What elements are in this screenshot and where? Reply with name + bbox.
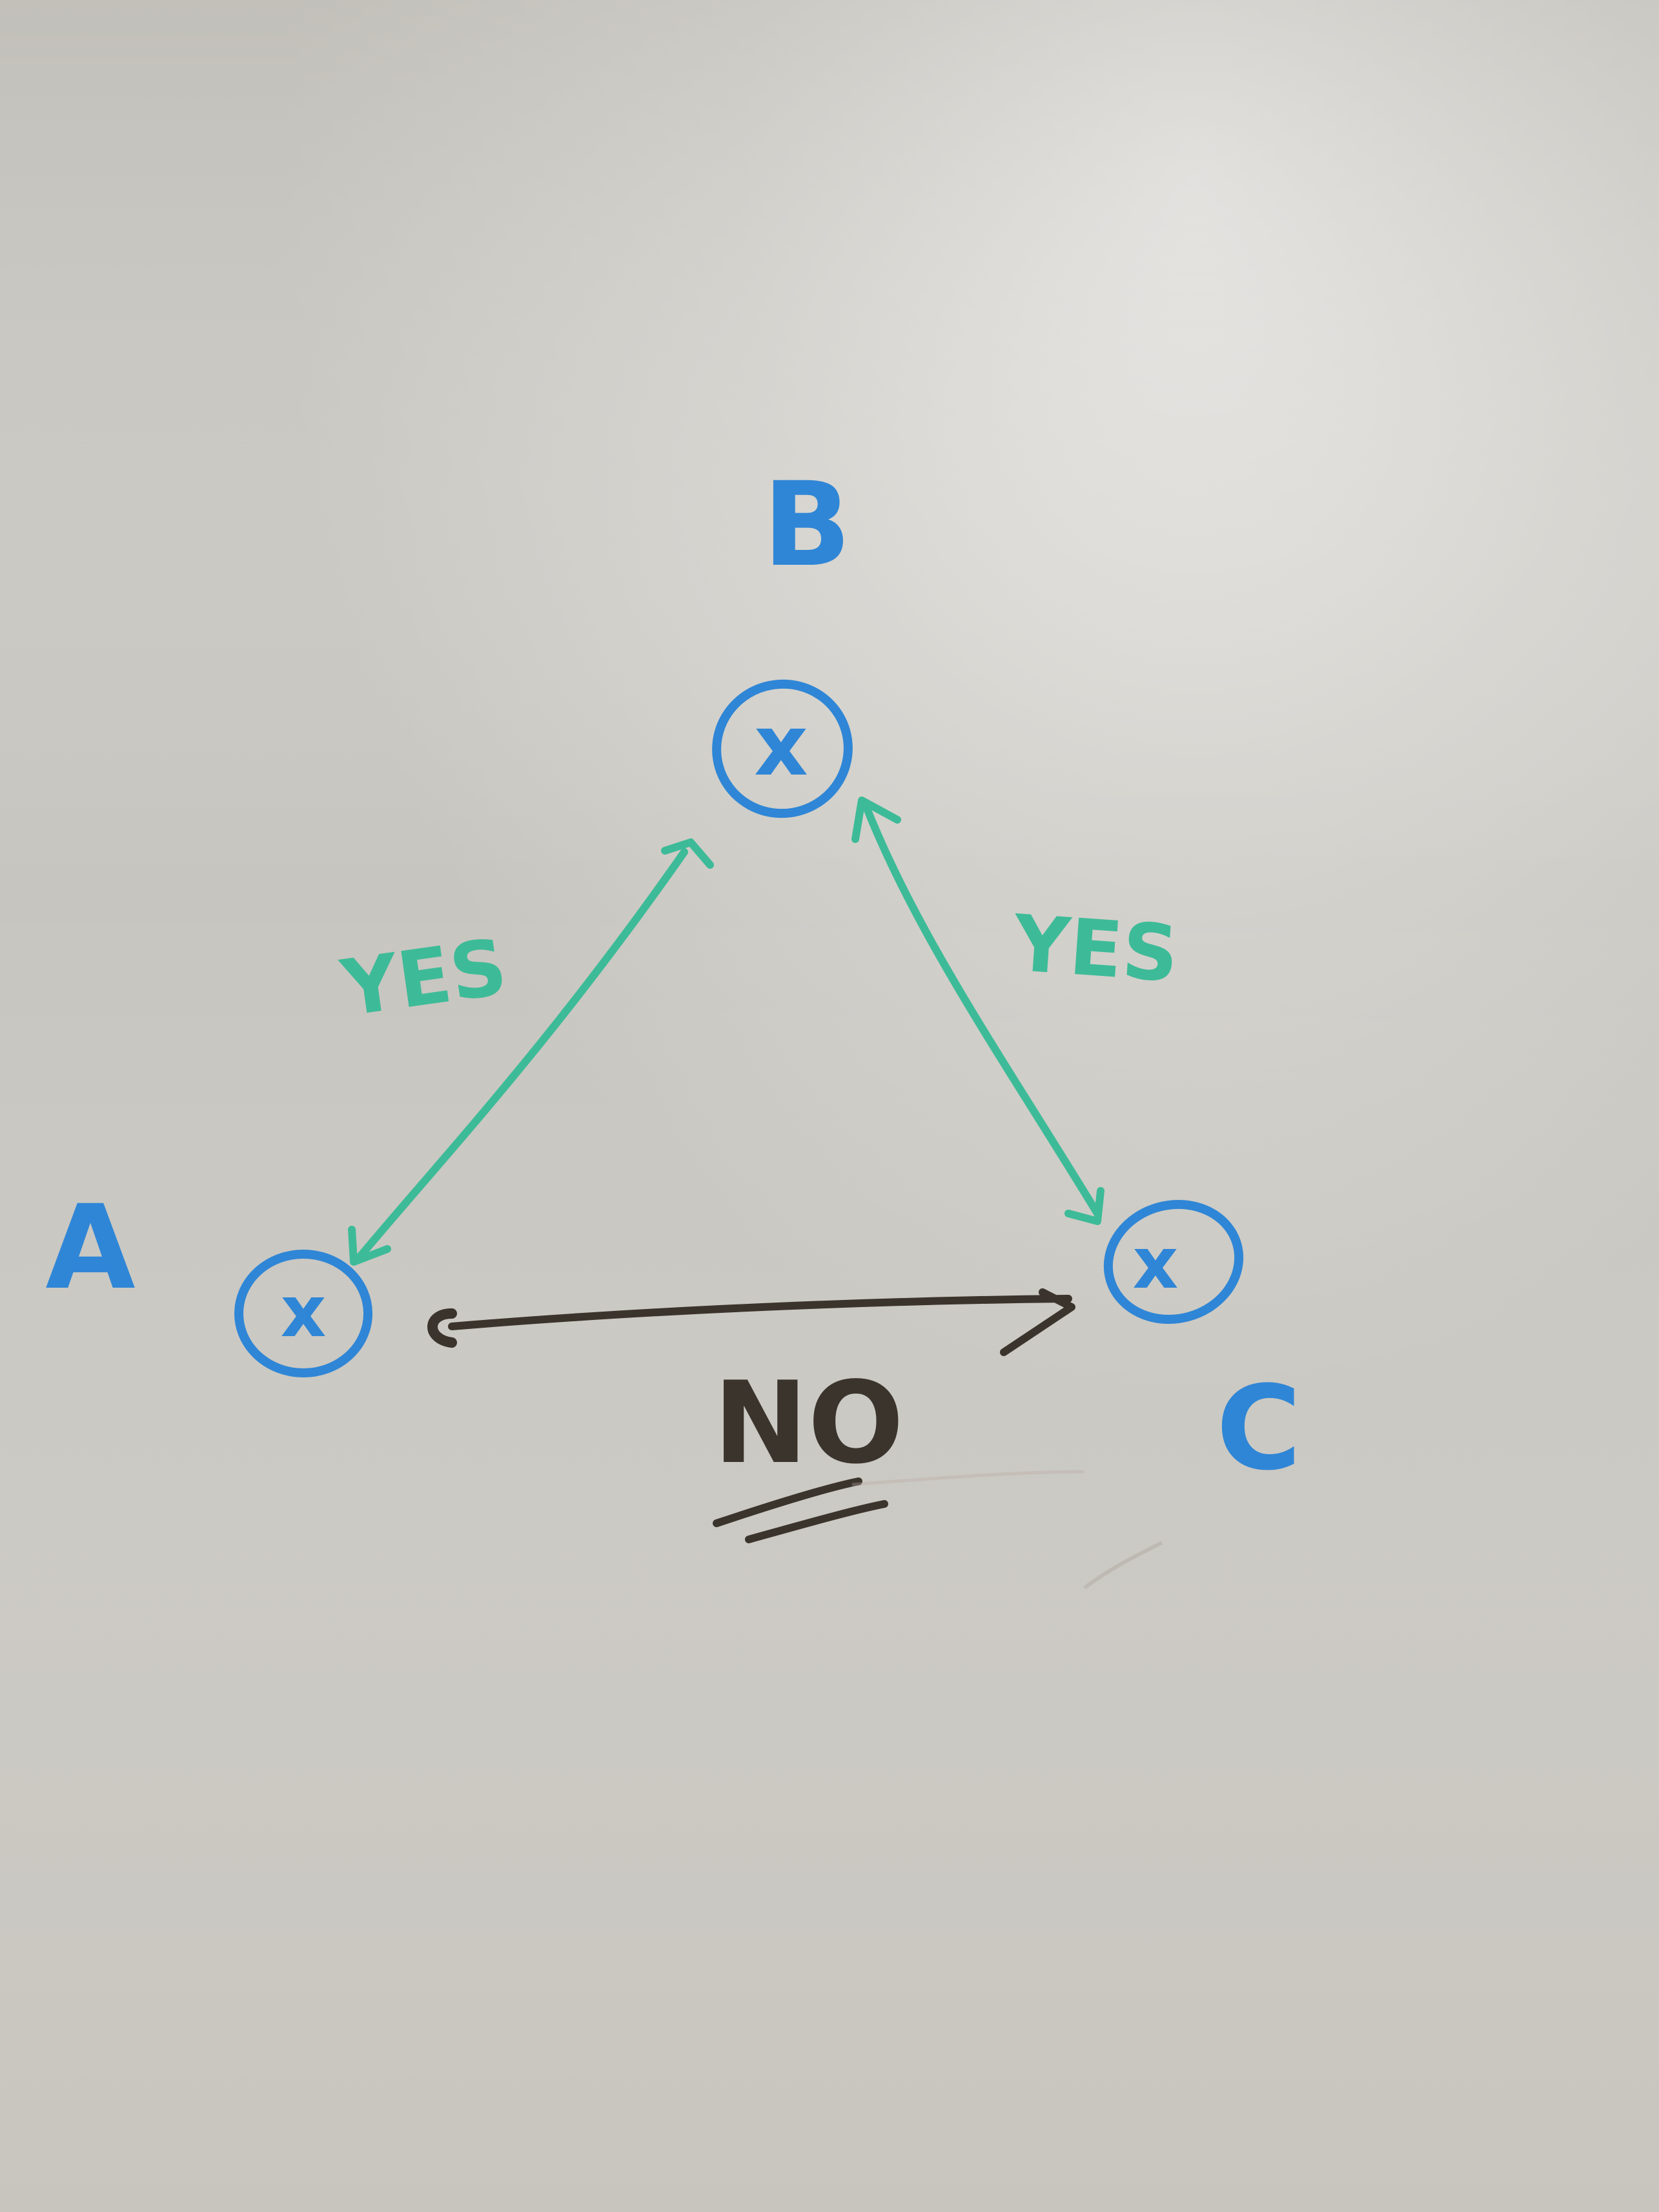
edge-b-c-arrowhead-b	[851, 797, 901, 843]
edge-a-b-line	[354, 848, 688, 1263]
node-c-label: C	[1216, 1361, 1301, 1496]
node-b: x	[712, 679, 853, 818]
edge-a-c-arrowhead-a	[427, 1308, 457, 1348]
edge-b-c	[851, 797, 1104, 1225]
node-c: x	[1103, 1199, 1244, 1324]
node-b-mark: x	[754, 696, 808, 795]
node-a-label: A	[45, 1181, 135, 1315]
edge-a-b-arrowhead-a	[348, 1226, 391, 1266]
edge-b-c-label: YES	[1009, 898, 1181, 1000]
edge-a-b	[348, 838, 714, 1266]
edge-a-c-line	[448, 1295, 1072, 1330]
edge-a-c-label-underline	[713, 1477, 888, 1543]
node-b-label: B	[762, 458, 851, 593]
node-a: x	[234, 1250, 372, 1377]
edge-a-c-arrowhead-c	[1000, 1288, 1075, 1356]
node-a-mark: x	[281, 1270, 327, 1353]
edge-a-c	[427, 1288, 1075, 1356]
edge-a-b-arrowhead-b	[661, 838, 714, 869]
node-a-circle	[234, 1250, 372, 1377]
board-smudge	[1083, 1541, 1163, 1590]
node-c-mark: x	[1133, 1222, 1179, 1304]
edge-b-c-arrowhead-c	[1064, 1187, 1104, 1225]
edge-b-c-line	[861, 800, 1101, 1217]
node-c-circle	[1103, 1199, 1244, 1324]
board-smudge	[851, 1470, 1085, 1487]
node-b-circle	[712, 679, 853, 818]
edge-a-c-label: NO	[713, 1358, 904, 1489]
